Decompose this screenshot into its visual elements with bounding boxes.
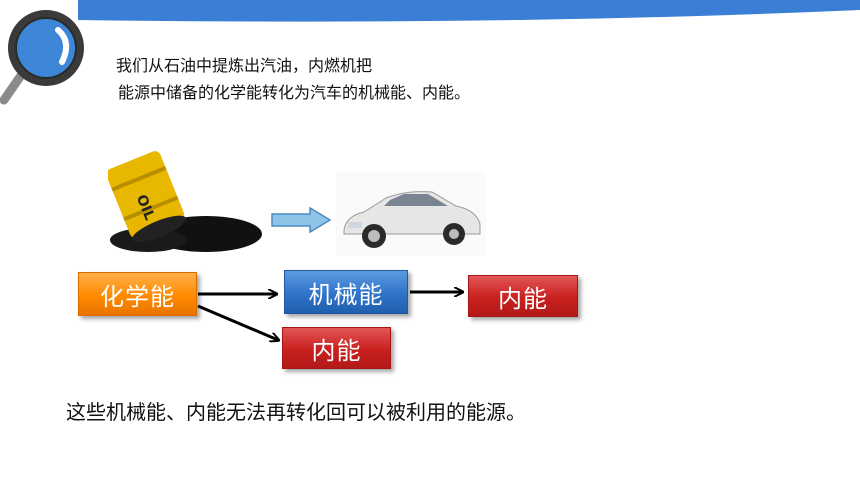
internal-energy-label-lower: 内能 xyxy=(311,337,362,365)
car-image xyxy=(336,172,486,256)
intro-text: 我们从石油中提炼出汽油，内燃机把 能源中储备的化学能转化为汽车的机械能、内能。 xyxy=(116,52,470,106)
hollow-arrow-icon xyxy=(271,206,332,234)
intro-line-1: 我们从石油中提炼出汽油，内燃机把 xyxy=(116,56,373,75)
top-banner xyxy=(78,0,860,22)
oil-barrel-image: OIL xyxy=(108,148,262,252)
conclusion-text: 这些机械能、内能无法再转化回可以被利用的能源。 xyxy=(66,400,526,424)
intro-line-2: 能源中储备的化学能转化为汽车的机械能、内能。 xyxy=(118,83,471,102)
internal-energy-label-right: 内能 xyxy=(498,285,548,313)
magnifier-icon xyxy=(0,10,84,105)
arrow-chem-to-internal xyxy=(197,304,278,340)
internal-energy-box-lower: 内能 xyxy=(282,327,391,369)
internal-energy-box-right: 内能 xyxy=(468,275,578,317)
mechanical-energy-box: 机械能 xyxy=(284,270,408,314)
chemical-energy-box: 化学能 xyxy=(78,272,197,316)
mechanical-energy-label: 机械能 xyxy=(308,281,384,309)
chemical-energy-label: 化学能 xyxy=(100,283,175,311)
